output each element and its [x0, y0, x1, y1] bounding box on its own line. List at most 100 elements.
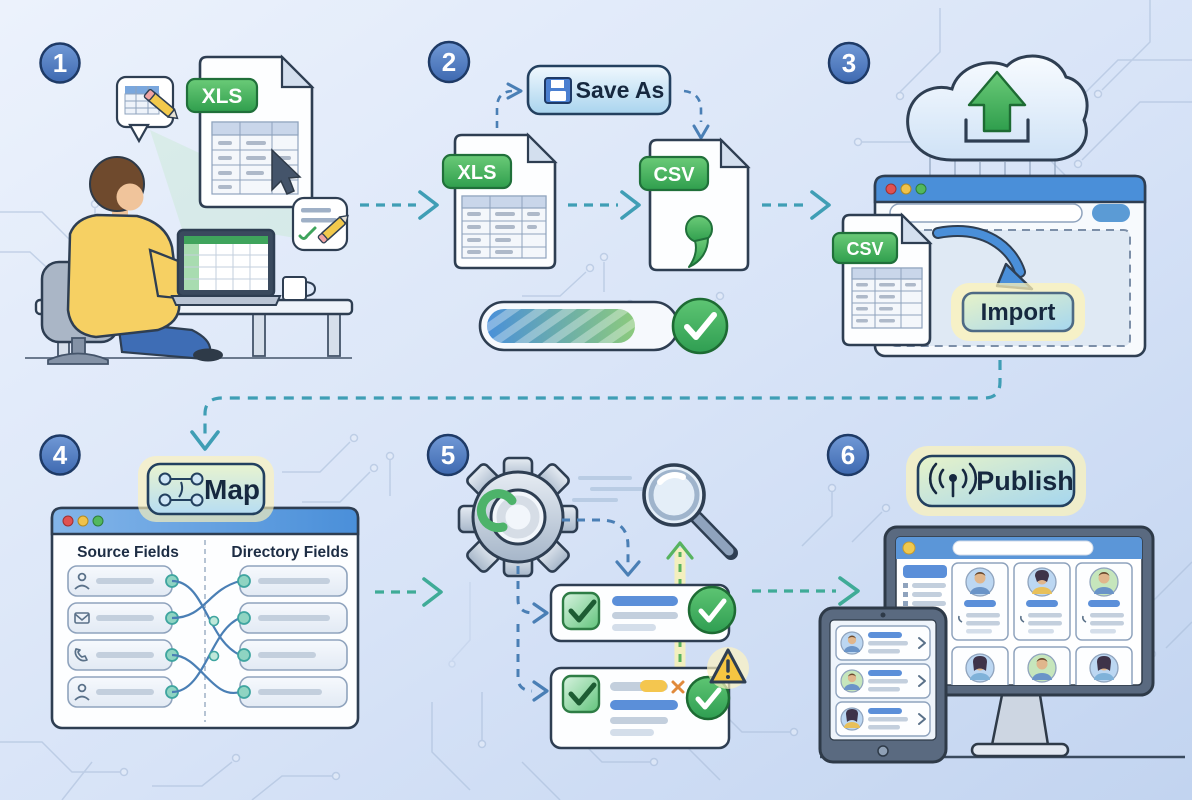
close-traffic-dot [62, 515, 74, 527]
directory-field-row[interactable] [237, 565, 348, 597]
logo-dot [902, 541, 916, 555]
save-as-connectors [495, 89, 703, 128]
contact-list-item[interactable] [835, 625, 931, 661]
step-3-upload-import: 3 CSV [827, 41, 1147, 358]
directory-field-row[interactable] [237, 676, 348, 708]
contact-card[interactable] [951, 562, 1009, 641]
step-1-badge: 1 [39, 42, 81, 84]
csv-badge-label: CSV [846, 239, 883, 259]
csv-file-icon: CSV [831, 212, 933, 347]
note-icon [291, 196, 349, 252]
coffee-mug-icon [282, 276, 317, 301]
arrow-step1-to-step2 [360, 190, 439, 220]
home-button[interactable] [877, 745, 889, 757]
minimize-traffic-dot [77, 515, 89, 527]
route-step3-to-step4 [190, 360, 1002, 451]
directory-field-row[interactable] [237, 602, 348, 634]
phone-icon [74, 648, 88, 662]
source-field-row[interactable] [67, 639, 179, 671]
step-6-number: 6 [841, 440, 855, 470]
contact-list-item[interactable] [835, 663, 931, 699]
contact-card[interactable] [1013, 562, 1071, 641]
mail-icon [74, 612, 90, 624]
speed-lines [572, 476, 644, 502]
monitor-illustration [883, 525, 1155, 758]
checkbox-icon [561, 674, 601, 714]
maximize-traffic-dot [92, 515, 104, 527]
gear-to-cards-connectors [516, 518, 630, 693]
step-6-publish: 6 Publish [818, 433, 1185, 764]
mapping-node [208, 615, 220, 627]
arrow-xls-to-csv [568, 190, 641, 220]
browser-action-button[interactable] [1092, 204, 1130, 222]
connector-arrowhead [506, 82, 523, 100]
search-input[interactable] [952, 540, 1094, 556]
xls-badge-label: XLS [458, 162, 497, 184]
progress-ring-icon [476, 489, 540, 539]
connector-arrowhead [692, 124, 710, 140]
person-icon [74, 572, 90, 590]
xls-file-icon: XLS [441, 132, 558, 270]
mapping-node [208, 650, 220, 662]
floppy-disk-icon [544, 77, 572, 104]
check-circle-icon [687, 585, 737, 635]
curved-arrow-icon [932, 225, 1034, 291]
step-2-badge: 2 [427, 40, 471, 84]
csv-file-icon: CSV [638, 137, 751, 272]
arrow-step4-to-step5 [375, 577, 443, 607]
checkbox-icon [561, 591, 601, 631]
node-map-icon [158, 472, 204, 507]
arrow-step5-to-step6 [752, 576, 860, 606]
mapping-window: Source Fields Directory Fields [50, 506, 360, 730]
check-circle-icon [671, 297, 729, 355]
publish-button[interactable]: Publish [916, 454, 1076, 508]
magnifier-icon [642, 463, 738, 560]
contact-card[interactable] [1013, 646, 1071, 717]
step-1-prepare-spreadsheet: 1 XLS [25, 42, 354, 365]
phone-icon [1020, 615, 1025, 623]
chevron-right-icon [918, 713, 926, 725]
validation-card-warning [549, 647, 749, 750]
upload-arrow-icon [967, 70, 1027, 133]
map-label: Map [204, 474, 260, 505]
step-1-number: 1 [53, 48, 67, 78]
sidebar-button[interactable] [903, 565, 947, 578]
step-4-number: 4 [53, 440, 68, 470]
contact-list-item[interactable] [835, 701, 931, 737]
map-button[interactable]: Map [146, 462, 266, 516]
spreadsheet-speech-bubble-icon [115, 75, 179, 144]
directory-field-rows [237, 565, 348, 708]
phone-icon [958, 615, 963, 623]
save-as-label: Save As [576, 77, 665, 103]
step-2-number: 2 [442, 47, 456, 77]
gear-icon [457, 456, 579, 578]
step-2-save-as-csv: 2 Save As XLS [427, 40, 751, 355]
person-icon [74, 683, 90, 701]
source-field-row[interactable] [67, 565, 179, 597]
contact-card[interactable] [1075, 562, 1133, 641]
step-6-badge: 6 [826, 433, 870, 477]
source-field-row[interactable] [67, 676, 179, 708]
step-5-validate: 5 [426, 433, 749, 750]
chevron-right-icon [918, 637, 926, 649]
contact-card[interactable] [1075, 646, 1133, 717]
cursor-icon [271, 148, 302, 195]
xls-badge-label: XLS [202, 85, 243, 108]
source-field-row[interactable] [67, 602, 179, 634]
broadcast-icon [928, 462, 978, 498]
directory-field-row[interactable] [237, 639, 348, 671]
url-bar[interactable] [889, 203, 1083, 223]
save-as-button[interactable]: Save As [526, 64, 672, 116]
sidebar [903, 565, 947, 606]
step-5-number: 5 [441, 440, 455, 470]
import-button[interactable]: Import [961, 291, 1075, 333]
mapping-lines [171, 579, 241, 695]
step-5-badge: 5 [426, 433, 470, 477]
check-circle-icon [685, 675, 731, 721]
csv-badge [831, 231, 899, 265]
close-traffic-dot [885, 183, 897, 195]
monitor-neck [990, 693, 1050, 747]
contact-card[interactable] [951, 646, 1009, 717]
pencil-icon [143, 88, 179, 120]
